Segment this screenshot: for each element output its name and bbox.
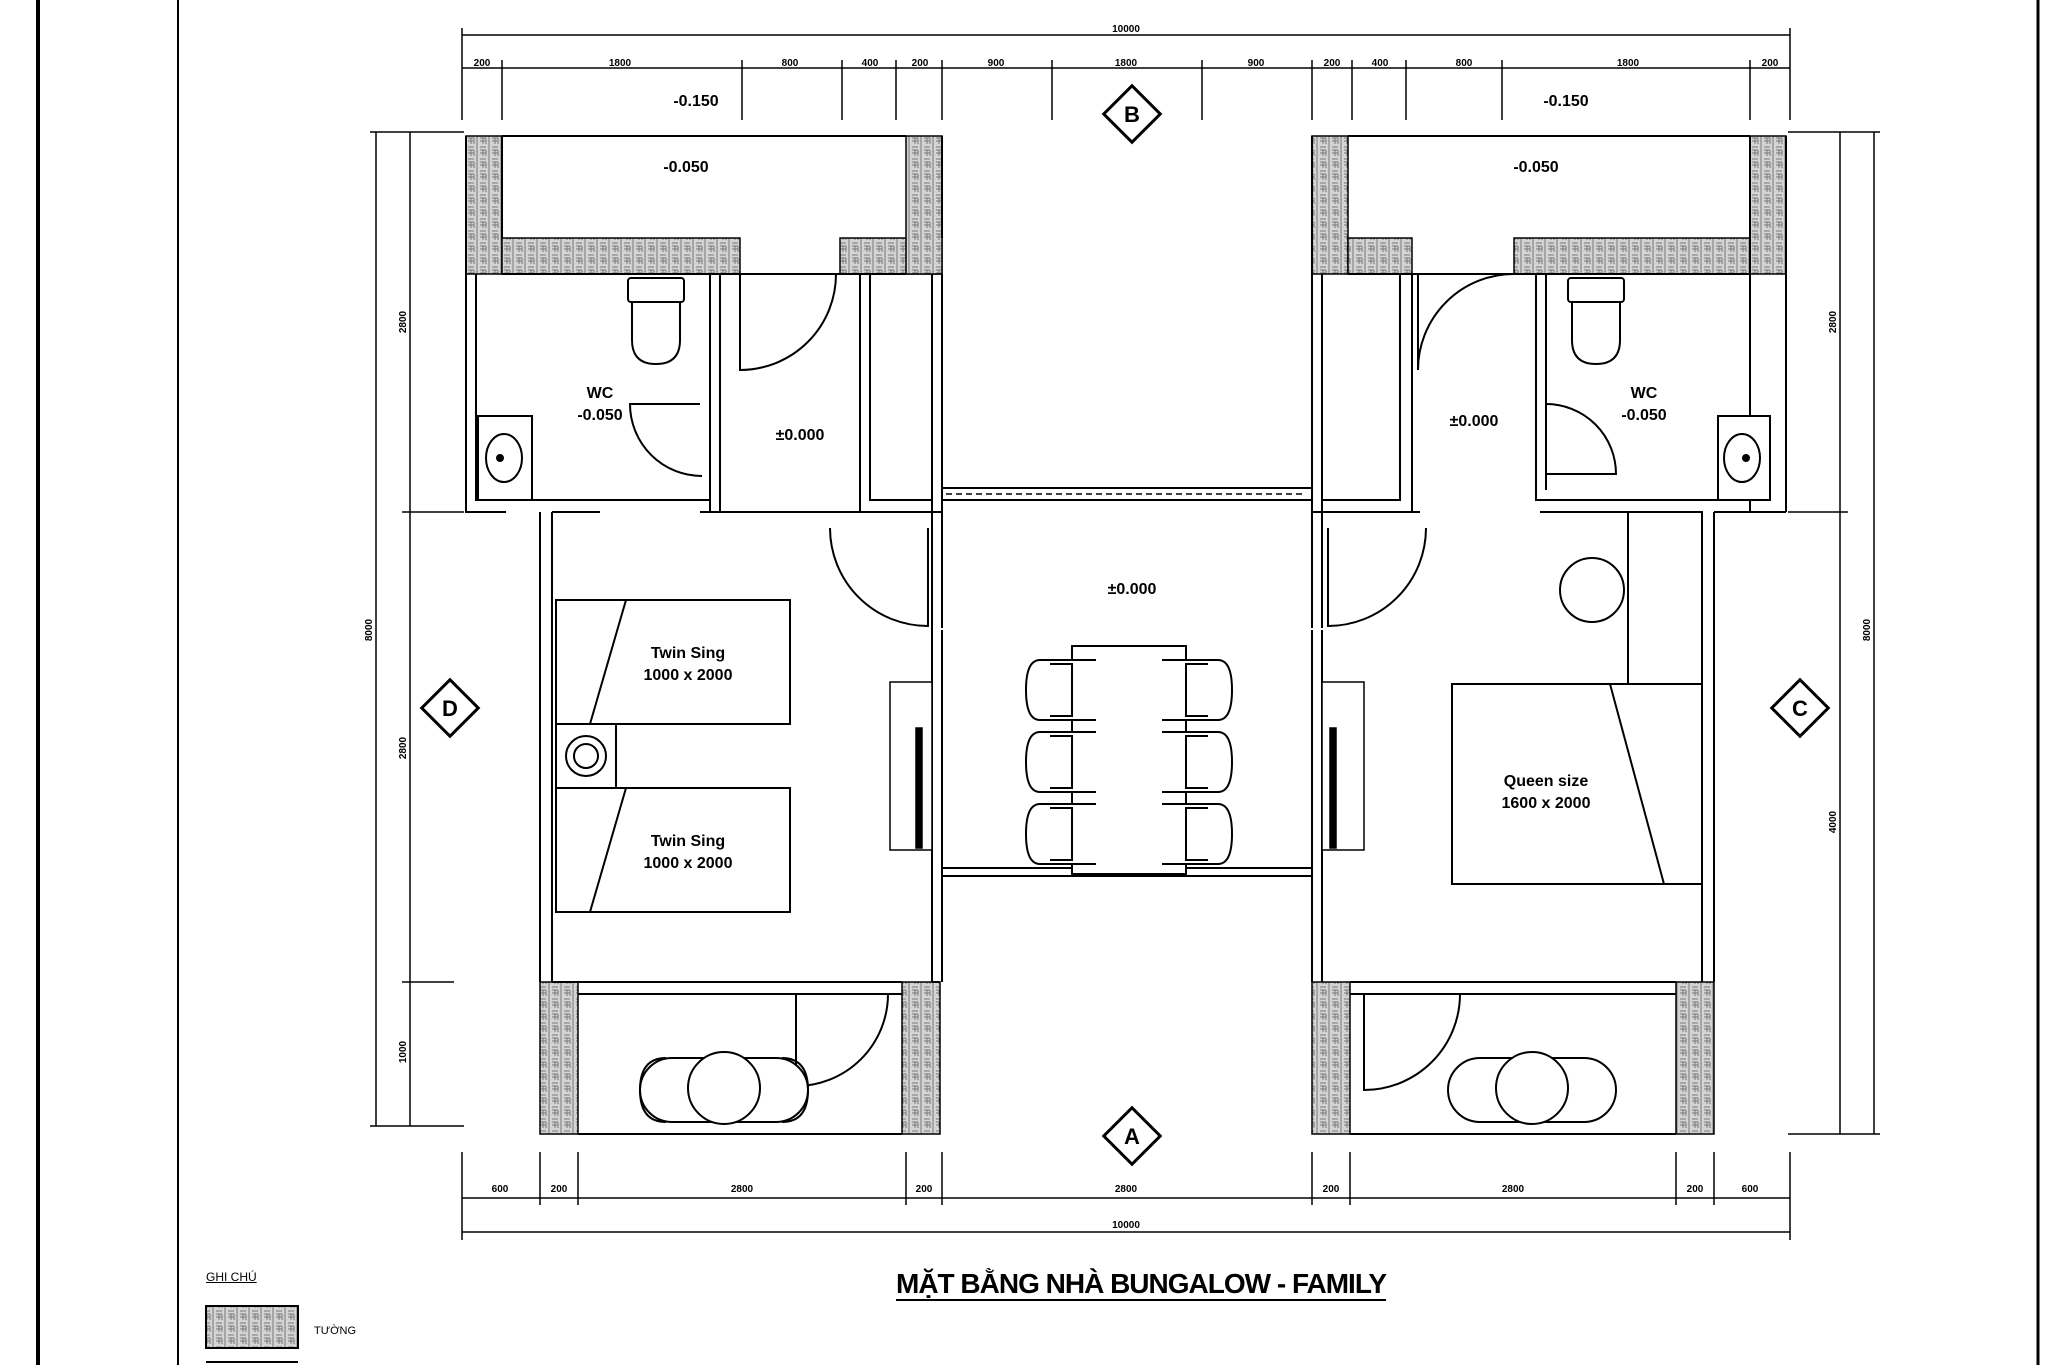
wc-left-level: -0.050: [577, 407, 622, 424]
legend-heading: GHI CHÚ: [206, 1270, 257, 1284]
right-total-dim: 8000: [1862, 618, 1873, 641]
svg-text:C: C: [1792, 696, 1808, 721]
top-dim-1: 200: [474, 58, 491, 69]
queen-bed: [1451, 683, 1703, 885]
svg-text:D: D: [442, 696, 458, 721]
top-dim-13: 200: [1762, 58, 1779, 69]
hall-left-level: ±0.000: [776, 427, 825, 444]
bed1-name: Twin Sing: [651, 645, 725, 662]
bottom-dimension-chain: [461, 1152, 1791, 1240]
legend-wall-label: TƯỜNG: [314, 1325, 357, 1337]
svg-text:B: B: [1124, 102, 1140, 127]
sliding-doors: [889, 681, 1365, 851]
bottom-dim-2: 200: [551, 1184, 568, 1195]
top-dim-4: 400: [862, 58, 879, 69]
right-dimension-text: 2800 4000 8000: [1828, 310, 1873, 833]
top-dim-7: 1800: [1115, 58, 1138, 69]
bottom-total-dim: 10000: [1112, 1220, 1140, 1231]
balcony-set-right: [1447, 1051, 1617, 1125]
axis-marker-c: C: [1769, 677, 1831, 739]
top-dim-11: 800: [1456, 58, 1473, 69]
top-dim-8: 900: [1248, 58, 1265, 69]
living-level: ±0.000: [1108, 581, 1157, 598]
dining-chairs: [1024, 659, 1234, 865]
balcony-set-left: [638, 1051, 810, 1125]
top-dimension-text: 10000 200 1800 800 400 200 900 1800 900 …: [474, 24, 1779, 69]
twin-bed-1: [555, 599, 791, 725]
top-total-dim: 10000: [1112, 24, 1140, 35]
nightstand: [555, 723, 617, 789]
axis-marker-d: D: [419, 677, 481, 739]
wc-left-label: WC: [587, 385, 614, 402]
sink-left: [477, 415, 533, 501]
wardrobe-and-stool: [1559, 511, 1703, 685]
queen-size: 1600 x 2000: [1502, 795, 1591, 812]
sink-right: [1717, 415, 1771, 501]
room-labels: -0.150 -0.150 -0.050 -0.050 WC -0.050 WC…: [577, 93, 1666, 872]
left-dim-3: 1000: [398, 1040, 409, 1063]
queen-name: Queen size: [1504, 773, 1589, 790]
right-dimension-chain: [1788, 131, 1880, 1135]
top-dim-5: 200: [912, 58, 929, 69]
axis-marker-b: B: [1101, 83, 1163, 145]
svg-text:A: A: [1124, 1124, 1140, 1149]
twin-bed-2: [555, 787, 791, 913]
left-dim-1: 2800: [398, 310, 409, 333]
sheet-frame: [36, 0, 2040, 1365]
bottom-dim-8: 200: [1687, 1184, 1704, 1195]
bottom-dimension-text: 600 200 2800 200 2800 200 2800 200 600 1…: [492, 1184, 1759, 1231]
bottom-dim-7: 2800: [1502, 1184, 1525, 1195]
top-dim-2: 1800: [609, 58, 632, 69]
bottom-dim-1: 600: [492, 1184, 509, 1195]
top-dim-6: 900: [988, 58, 1005, 69]
windows: [941, 487, 1313, 501]
level-top-right-room: -0.050: [1513, 159, 1558, 176]
axis-marker-a: A: [1101, 1105, 1163, 1167]
bottom-dim-9: 600: [1742, 1184, 1759, 1195]
bottom-dim-3: 2800: [731, 1184, 754, 1195]
hall-right-level: ±0.000: [1450, 413, 1499, 430]
top-dim-12: 1800: [1617, 58, 1640, 69]
wc-right-label: WC: [1631, 385, 1658, 402]
bed2-name: Twin Sing: [651, 833, 725, 850]
bottom-dim-4: 200: [916, 1184, 933, 1195]
level-top-left-outside: -0.150: [673, 93, 718, 110]
left-dim-2: 2800: [398, 736, 409, 759]
bottom-dim-5: 2800: [1115, 1184, 1138, 1195]
legend-wall-swatch: [205, 1305, 299, 1363]
right-dim-1: 2800: [1828, 310, 1839, 333]
top-dim-9: 200: [1324, 58, 1341, 69]
toilet-left: [627, 277, 685, 366]
right-dim-2: 4000: [1828, 810, 1839, 833]
left-dimension-text: 8000 2800 2800 1000: [364, 310, 409, 1063]
top-dim-3: 800: [782, 58, 799, 69]
wc-right-level: -0.050: [1621, 407, 1666, 424]
left-total-dim: 8000: [364, 618, 375, 641]
left-dimension-chain: [370, 131, 464, 1127]
bed2-size: 1000 x 2000: [644, 855, 733, 872]
toilet-right: [1567, 277, 1625, 366]
drawing-title: MẶT BẰNG NHÀ BUNGALOW - FAMILY: [896, 1268, 1387, 1299]
top-dimension-chain: [461, 28, 1791, 120]
bottom-dim-6: 200: [1323, 1184, 1340, 1195]
top-dim-10: 400: [1372, 58, 1389, 69]
level-top-right-outside: -0.150: [1543, 93, 1588, 110]
level-top-left-room: -0.050: [663, 159, 708, 176]
bed1-size: 1000 x 2000: [644, 667, 733, 684]
